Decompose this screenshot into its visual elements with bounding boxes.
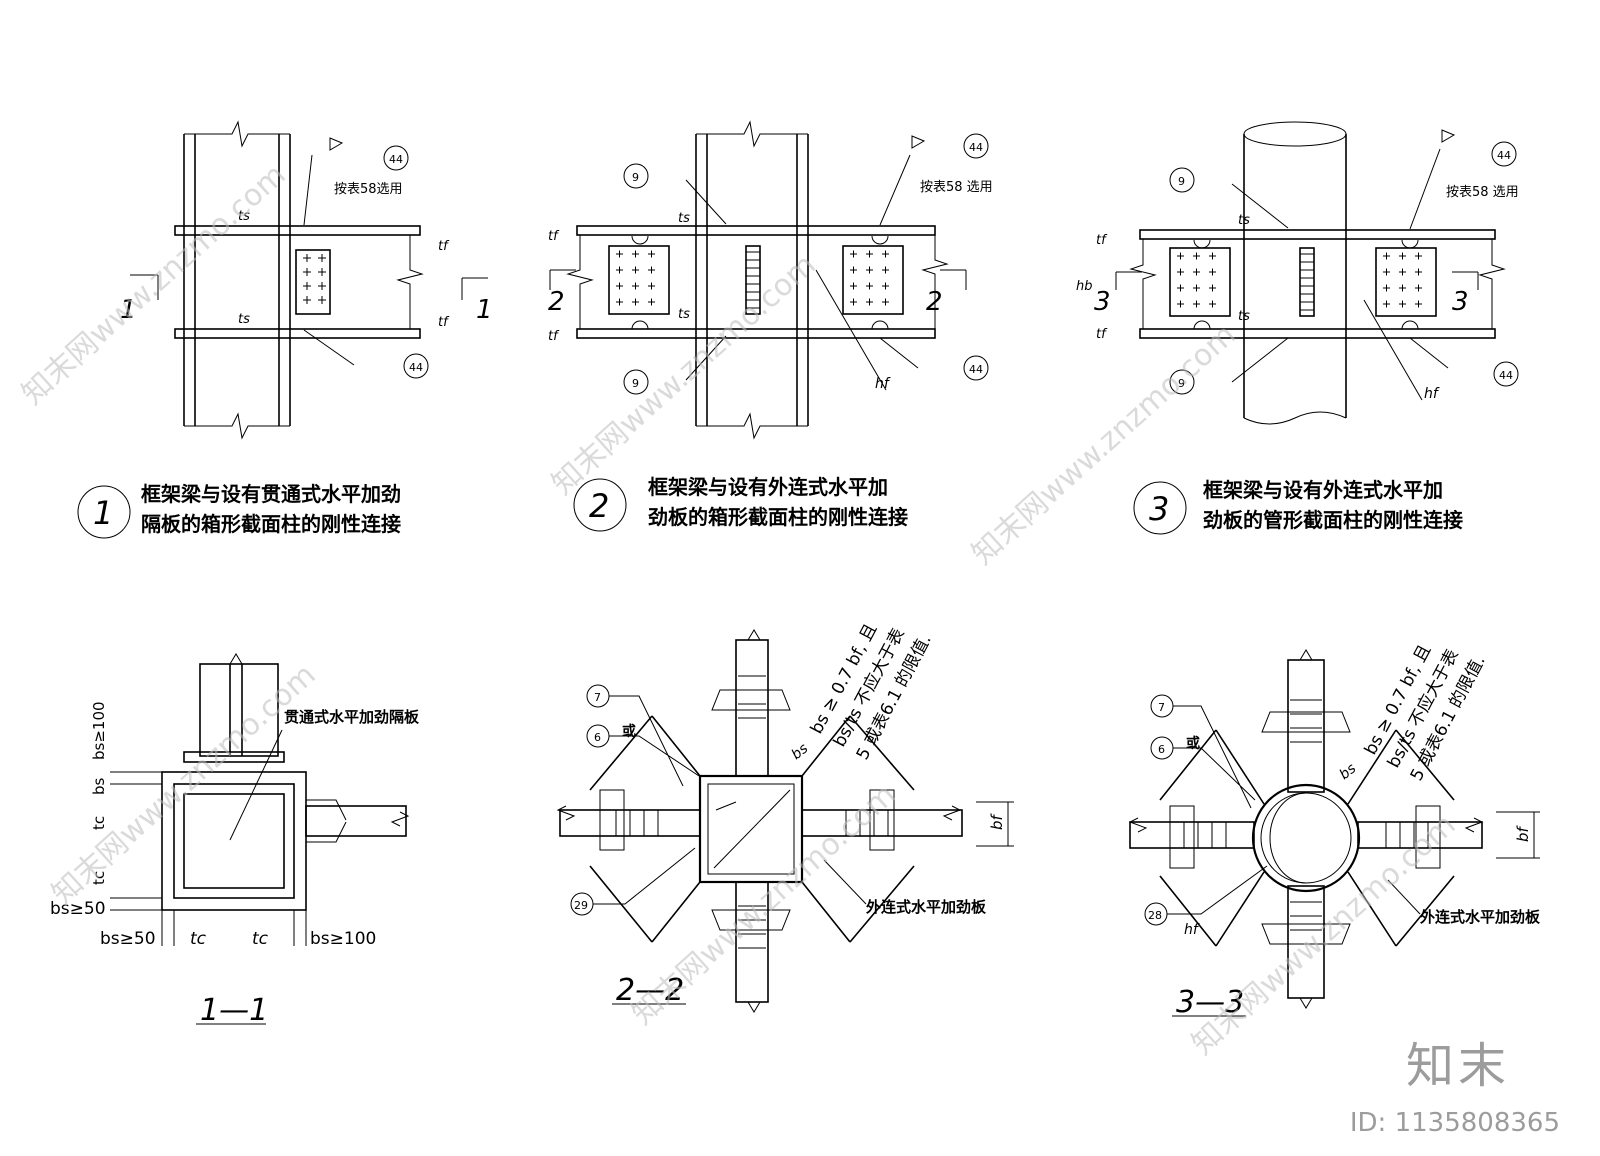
note-table58-d1: 按表58选用 (334, 182, 403, 197)
dim-ts-d2-top: ts (678, 211, 690, 226)
dim-tf-d3-bottom: tf (1096, 327, 1108, 342)
dim-bs-s3: bs (1337, 761, 1360, 784)
label-bs-ge50-bottom: bs≥50 (100, 929, 156, 949)
section-label-2-2: 2—2 (616, 973, 684, 1008)
image-id: ID: 1135808365 (1349, 1108, 1560, 1138)
caption-3-line2: 劲板的管形截面柱的刚性连接 (1203, 508, 1463, 532)
or-s2: 或 (622, 723, 636, 740)
weld-9-d2-bottom: 9 (632, 377, 639, 390)
detail-1: 1 1 按表58选用 44 44 ts ts tf tf (120, 120, 493, 440)
caption-number-2: 2 (589, 487, 609, 525)
weld-7-s3: 7 (1158, 701, 1165, 714)
note-external-plate-s2: 外连式水平加劲板 (865, 898, 987, 916)
section-2-2: bf bs bs ≥ 0.7 bf, 且 bs/ts 不应大于表 5 或表6.1… (556, 620, 1014, 1013)
weld-28-s3: 28 (1148, 909, 1162, 922)
section-mark-2-left: 2 (548, 287, 565, 317)
weld-9-d2-top: 9 (632, 171, 639, 184)
weld-44-d1-bottom: 44 (409, 361, 423, 374)
label-tc-bottom-2: tc (252, 929, 269, 949)
detail-2: 2 2 按表58 选用 44 44 9 9 hf ts ts tf tf (548, 120, 993, 440)
weld-9-d3-top: 9 (1178, 175, 1185, 188)
label-bs-ge100-left: bs≥100 (90, 701, 108, 760)
weld-44-d2-top: 44 (969, 141, 983, 154)
dim-hb-d3: hb (1076, 279, 1093, 294)
detail-3: 3 3 按表58 选用 44 44 9 9 hf hb ts ts tf tf (1076, 121, 1519, 425)
dim-ts-d2-bottom: ts (678, 307, 690, 322)
dim-tf-d1-bottom: tf (438, 315, 450, 330)
note-through-plate: 贯通式水平加劲隔板 (284, 708, 420, 726)
caption-1-line1: 框架梁与设有贯通式水平加劲 (141, 482, 401, 506)
weld-44-d1-top: 44 (389, 153, 403, 166)
label-bs-left: bs (90, 777, 108, 795)
section-mark-1-left: 1 (120, 295, 137, 325)
weld-6-s2: 6 (594, 731, 601, 744)
dim-tf-d2-bottom: tf (548, 329, 560, 344)
weld-44-d2-bottom: 44 (969, 363, 983, 376)
or-s3: 或 (1186, 735, 1200, 752)
label-bs-ge50-left: bs≥50 (50, 899, 106, 919)
weld-44-d3-bottom: 44 (1499, 369, 1513, 382)
caption-2-line2: 劲板的箱形截面柱的刚性连接 (648, 505, 908, 529)
detail-captions: 1 框架梁与设有贯通式水平加劲 隔板的箱形截面柱的刚性连接 2 框架梁与设有外连… (77, 475, 1463, 539)
dim-hf-d3: hf (1424, 386, 1440, 402)
section-label-3-3: 3—3 (1176, 985, 1244, 1020)
caption-number-3: 3 (1149, 490, 1169, 528)
section-mark-2-right: 2 (926, 287, 943, 317)
dim-ts-d1-bottom: ts (238, 312, 250, 327)
weld-9-d3-bottom: 9 (1178, 377, 1185, 390)
dim-ts-d1-top: ts (238, 209, 250, 224)
section-mark-3-right: 3 (1452, 287, 1469, 317)
label-tc-left-2: tc (90, 871, 108, 885)
caption-number-1: 1 (93, 494, 113, 532)
dim-bf-s2: bf (988, 812, 1006, 830)
label-bs-ge100-bottom: bs≥100 (310, 929, 376, 949)
weld-6-s3: 6 (1158, 743, 1165, 756)
brand-logo: 知末 (1405, 1038, 1510, 1094)
dim-bf-s3: bf (1514, 824, 1532, 842)
note-external-plate-s3: 外连式水平加劲板 (1419, 908, 1541, 926)
weld-7-s2: 7 (594, 691, 601, 704)
section-label-1-1: 1—1 (200, 993, 268, 1028)
dim-bs-s2: bs (789, 741, 812, 764)
note-table58-d3: 按表58 选用 (1446, 185, 1519, 200)
caption-1-line2: 隔板的箱形截面柱的刚性连接 (141, 512, 401, 536)
section-mark-3-left: 3 (1094, 287, 1111, 317)
dim-tf-d1-top: tf (438, 239, 450, 254)
section-3-3: bf bs bs ≥ 0.7 bf, 且 bs/ts 不应大于表 5 或表6.1… (1128, 641, 1541, 1020)
dim-tf-d2-top: tf (548, 229, 560, 244)
section-1-1: 贯通式水平加劲隔板 bs≥100 bs tc tc bs≥50 bs≥50 tc… (50, 653, 420, 1028)
label-tc-left: tc (90, 816, 108, 830)
section-mark-1-right: 1 (476, 295, 493, 325)
dim-tf-d3-top: tf (1096, 233, 1108, 248)
dim-hf-d2: hf (875, 376, 891, 392)
weld-29-s2: 29 (574, 899, 588, 912)
label-tc-bottom-1: tc (190, 929, 207, 949)
note-table58-d2: 按表58 选用 (920, 180, 993, 195)
caption-3-line1: 框架梁与设有外连式水平加 (1203, 478, 1443, 502)
dim-ts-d3-top: ts (1238, 213, 1250, 228)
dim-hf-s3: hf (1184, 922, 1200, 938)
caption-2-line1: 框架梁与设有外连式水平加 (648, 475, 888, 499)
weld-44-d3-top: 44 (1497, 149, 1511, 162)
dim-ts-d3-bottom: ts (1238, 309, 1250, 324)
